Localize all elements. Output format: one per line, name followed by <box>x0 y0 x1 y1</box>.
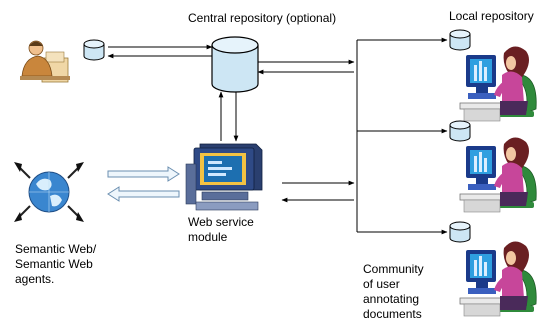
globe-network-icon <box>14 162 84 222</box>
woman-at-computer-icon-1 <box>459 45 537 122</box>
globe-server-arrows <box>107 166 180 202</box>
local-database-icon-1 <box>449 29 471 51</box>
central-database-icon <box>211 36 259 93</box>
person-at-desk-icon <box>20 40 70 83</box>
web-service-module-label: Web service module <box>188 215 254 244</box>
admin-database-icon <box>83 39 105 61</box>
community-label: Community of user annotating documents <box>363 262 424 321</box>
connection-lines <box>107 37 448 235</box>
computer-terminal-icon <box>185 143 263 211</box>
central-repository-label: Central repository (optional) <box>188 11 337 25</box>
local-database-icon-3 <box>449 221 471 243</box>
local-repository-label: Local repository <box>449 9 534 23</box>
semantic-web-agents-label: Semantic Web/ Semantic Web agents. <box>15 242 97 286</box>
local-database-icon-2 <box>449 120 471 142</box>
woman-at-computer-icon-2 <box>459 136 537 213</box>
woman-at-computer-icon-3 <box>459 240 537 317</box>
